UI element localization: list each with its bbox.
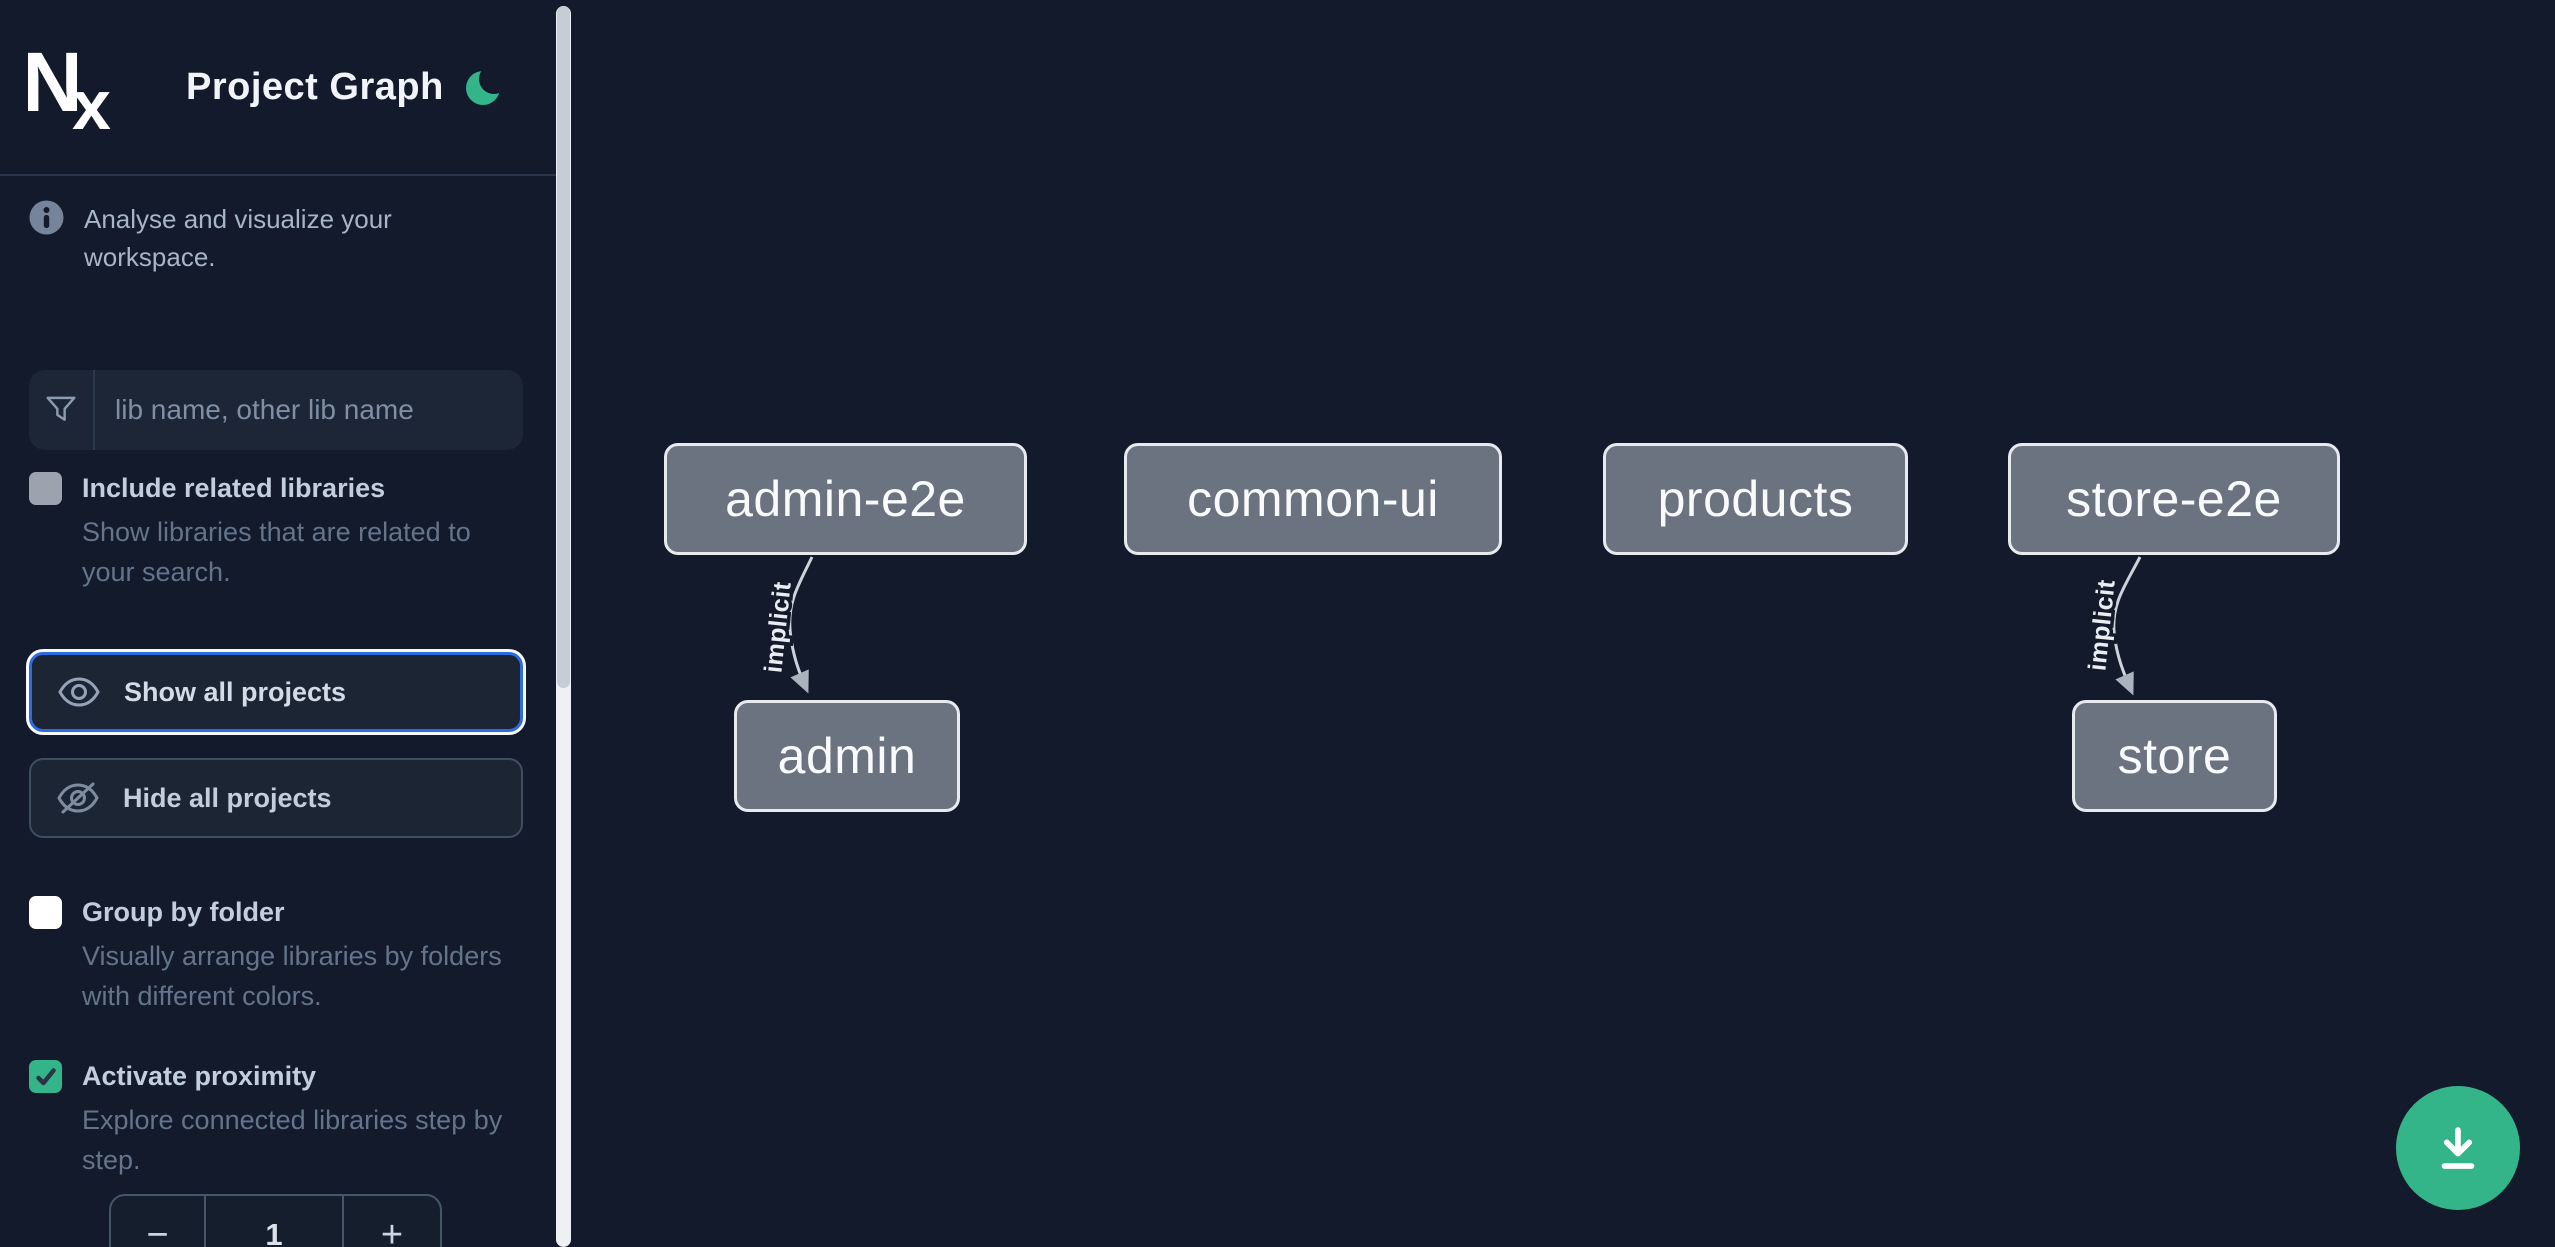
tagline-row: Analyse and visualize your workspace. <box>29 198 528 276</box>
activate-proximity-description: Explore connected libraries step by step… <box>82 1105 503 1175</box>
graph-node-admin[interactable]: admin <box>734 700 960 812</box>
graph-node-admin-e2e[interactable]: admin-e2e <box>664 443 1027 555</box>
tagline: Analyse and visualize your workspace. <box>84 204 392 272</box>
proximity-stepper: − 1 + <box>109 1194 442 1247</box>
project-graph-canvas[interactable] <box>571 0 2555 1247</box>
svg-text:N: N <box>28 41 83 129</box>
info-icon <box>29 200 64 235</box>
download-graph-button[interactable] <box>2396 1086 2520 1210</box>
page-title: Project Graph <box>186 65 444 108</box>
show-all-projects-button[interactable]: Show all projects <box>29 652 523 732</box>
decrement-button[interactable]: − <box>111 1196 206 1247</box>
include-related-label[interactable]: Include related libraries <box>82 473 386 503</box>
filter-box <box>29 370 523 450</box>
sidebar-header: N x Project Graph <box>0 0 557 176</box>
check-icon <box>35 1067 56 1085</box>
graph-node-store-e2e[interactable]: store-e2e <box>2008 443 2340 555</box>
graph-node-store[interactable]: store <box>2072 700 2277 812</box>
proximity-depth-value: 1 <box>206 1196 344 1247</box>
activate-proximity-checkbox[interactable] <box>29 1060 62 1093</box>
sidebar-body: Analyse and visualize your workspace. In… <box>0 198 557 1247</box>
checkbox-row-activate-proximity: Activate proximity Explore connected lib… <box>29 1058 528 1180</box>
hide-all-projects-button[interactable]: Hide all projects <box>29 758 523 838</box>
include-related-checkbox[interactable] <box>29 472 62 505</box>
sidebar-resizer <box>556 6 571 1247</box>
increment-button[interactable]: + <box>380 1213 404 1247</box>
show-all-projects-label: Show all projects <box>124 676 347 707</box>
group-by-folder-description: Visually arrange libraries by folders wi… <box>82 941 502 1011</box>
sidebar-scrollbar-thumb[interactable] <box>557 6 570 688</box>
eye-icon <box>58 677 100 707</box>
activate-proximity-label[interactable]: Activate proximity <box>82 1061 317 1091</box>
sidebar: N x Project Graph Analyse and visualize … <box>0 0 557 1247</box>
download-icon <box>2441 1127 2475 1169</box>
filter-input[interactable] <box>95 370 523 450</box>
funnel-icon <box>29 370 95 450</box>
checkbox-row-group-by-folder: Group by folder Visually arrange librari… <box>29 894 528 1016</box>
nx-logo-icon: N x <box>28 41 111 133</box>
hide-all-projects-label: Hide all projects <box>123 782 332 813</box>
moon-icon[interactable] <box>465 66 505 108</box>
graph-node-products[interactable]: products <box>1603 443 1908 555</box>
group-by-folder-label[interactable]: Group by folder <box>82 897 285 927</box>
group-by-folder-checkbox[interactable] <box>29 896 62 929</box>
include-related-description: Show libraries that are related to your … <box>82 517 471 587</box>
eye-off-icon <box>57 782 99 814</box>
checkbox-row-include-related: Include related libraries Show libraries… <box>29 470 528 592</box>
graph-node-common-ui[interactable]: common-ui <box>1124 443 1502 555</box>
svg-text:x: x <box>72 66 111 133</box>
